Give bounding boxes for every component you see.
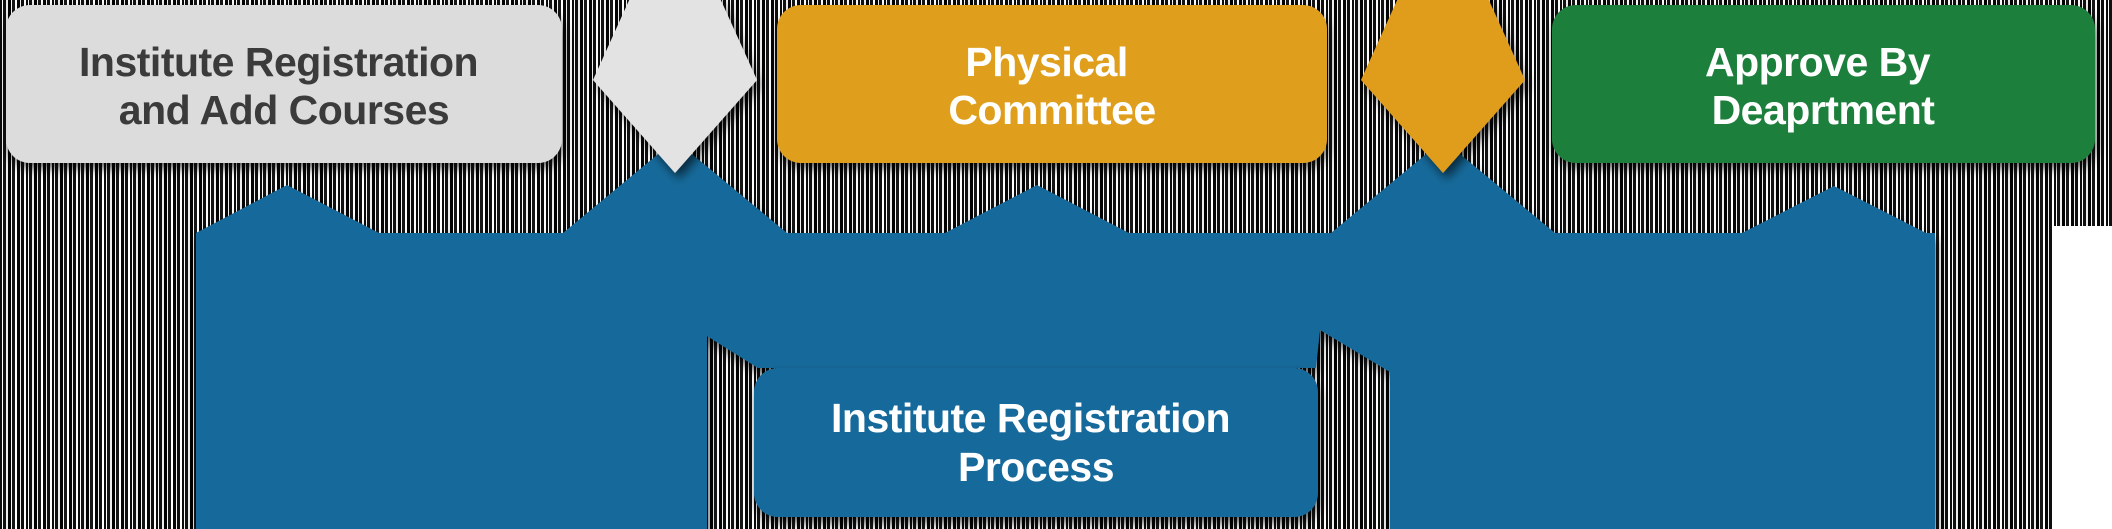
step-box-2: Physical Committee (777, 5, 1327, 163)
process-box-label: Institute Registration Process (831, 395, 1241, 490)
process-box: Institute Registration Process (754, 368, 1318, 517)
step-box-3-label-line2: Deaprtment (1712, 87, 1936, 133)
down-arrow-icon (1361, 0, 1525, 173)
background-white-area (2052, 226, 2112, 529)
process-box-label-line2: Process (958, 444, 1114, 490)
step-box-1-label-line1: Institute Registration (79, 39, 478, 85)
down-arrow-icon (593, 0, 757, 173)
process-banner-shape (196, 140, 1935, 529)
step-box-2-label: Physical Committee (948, 39, 1155, 133)
step-box-3-label: Approve By Deaprtment (1705, 39, 1941, 133)
step-box-2-rect (777, 5, 1327, 163)
step-box-3: Approve By Deaprtment (1552, 5, 2095, 163)
step-box-2-label-line2: Committee (948, 87, 1155, 133)
process-box-rect (754, 368, 1318, 517)
step-box-3-label-line1: Approve By (1705, 39, 1931, 85)
step-box-1-rect (6, 5, 562, 163)
step-box-1-label: Institute Registration and Add Courses (79, 39, 489, 133)
banner-polygon (196, 140, 1935, 529)
step-box-1: Institute Registration and Add Courses (6, 5, 562, 163)
step-box-2-label-line1: Physical (965, 39, 1127, 85)
process-box-label-line1: Institute Registration (831, 395, 1230, 441)
connector-arrow-2 (1361, 0, 1525, 173)
step-box-1-label-line2: and Add Courses (119, 87, 449, 133)
step-box-3-rect (1552, 5, 2095, 163)
connector-arrow-1 (593, 0, 757, 173)
